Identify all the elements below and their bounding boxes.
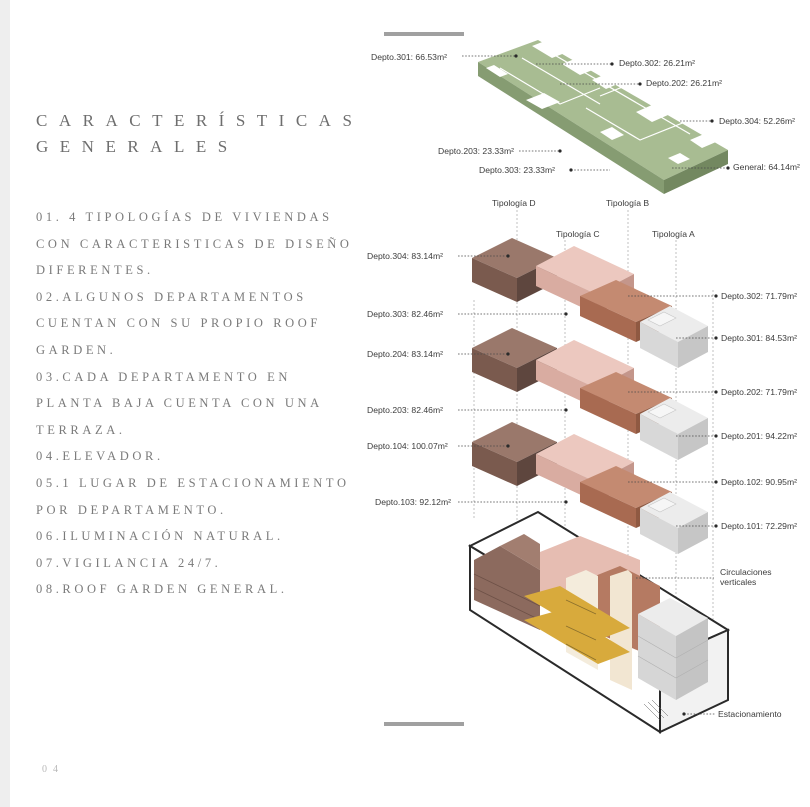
- label-depto-202: Depto.202: 71.79m²: [721, 387, 797, 397]
- label-verticales: verticales: [720, 577, 756, 587]
- label-tipologia-c: Tipología C: [556, 229, 600, 239]
- label-depto-101: Depto.101: 72.29m²: [721, 521, 797, 531]
- label-depto-303: Depto.303: 82.46m²: [367, 309, 443, 319]
- label-depto-204: Depto.204: 83.14m²: [367, 349, 443, 359]
- feature-item: 04.ELEVADOR.: [36, 449, 164, 464]
- label-depto-304: Depto.304: 83.14m²: [367, 251, 443, 261]
- feature-item: 03.CADA DEPARTAMENTO EN PLANTA BAJA CUEN…: [36, 369, 323, 437]
- features-list: 01. 4 TIPOLOGÍAS DE VIVIENDAS CON CARACT…: [36, 204, 366, 603]
- feature-item: 07.VIGILANCIA 24/7.: [36, 555, 222, 570]
- label-circulaciones: Circulaciones: [720, 567, 772, 577]
- leader-lines: [458, 55, 728, 715]
- label-roof-depto-202: Depto.202: 26.21m²: [646, 78, 722, 88]
- label-tipologia-a: Tipología A: [652, 229, 695, 239]
- label-depto-302: Depto.302: 71.79m²: [721, 291, 797, 301]
- title-line-2: GENERALES: [36, 137, 239, 156]
- label-depto-301: Depto.301: 84.53m²: [721, 333, 797, 343]
- bottom-accent-bar: [384, 722, 464, 726]
- feature-item: 06.ILUMINACIÓN NATURAL.: [36, 529, 284, 544]
- feature-item: 05.1 LUGAR DE ESTACIONAMIENTO POR DEPART…: [36, 475, 350, 517]
- label-depto-104: Depto.104: 100.07m²: [367, 441, 448, 451]
- label-roof-general: General: 64.14m²: [733, 162, 800, 172]
- ground-level: [467, 510, 731, 734]
- label-roof-depto-301: Depto.301: 66.53m²: [371, 52, 447, 62]
- label-roof-depto-302: Depto.302: 26.21m²: [619, 58, 695, 68]
- label-depto-201: Depto.201: 94.22m²: [721, 431, 797, 441]
- top-accent-bar: [384, 32, 464, 36]
- leader-dots: [506, 54, 730, 716]
- label-estacionamiento: Estacionamiento: [718, 709, 782, 719]
- label-depto-203: Depto.203: 82.46m²: [367, 405, 443, 415]
- page-number: 04: [42, 764, 64, 775]
- label-depto-102: Depto.102: 90.95m²: [721, 477, 797, 487]
- feature-item: 02.ALGUNOS DEPARTAMENTOS CUENTAN CON SU …: [36, 289, 321, 357]
- label-roof-depto-303: Depto.303: 23.33m²: [479, 165, 555, 175]
- label-tipologia-b: Tipología B: [606, 198, 649, 208]
- feature-item: 01. 4 TIPOLOGÍAS DE VIVIENDAS CON CARACT…: [36, 210, 353, 278]
- label-roof-depto-304: Depto.304: 52.26m²: [719, 116, 795, 126]
- label-depto-103: Depto.103: 92.12m²: [375, 497, 451, 507]
- title-line-1: CARACTERÍSTICAS: [36, 111, 364, 130]
- label-roof-depto-203: Depto.203: 23.33m²: [438, 146, 514, 156]
- page-edge: [0, 0, 10, 807]
- roof-garden-level: [478, 39, 728, 194]
- label-tipologia-d: Tipología D: [492, 198, 536, 208]
- feature-item: 08.ROOF GARDEN GENERAL.: [36, 582, 288, 597]
